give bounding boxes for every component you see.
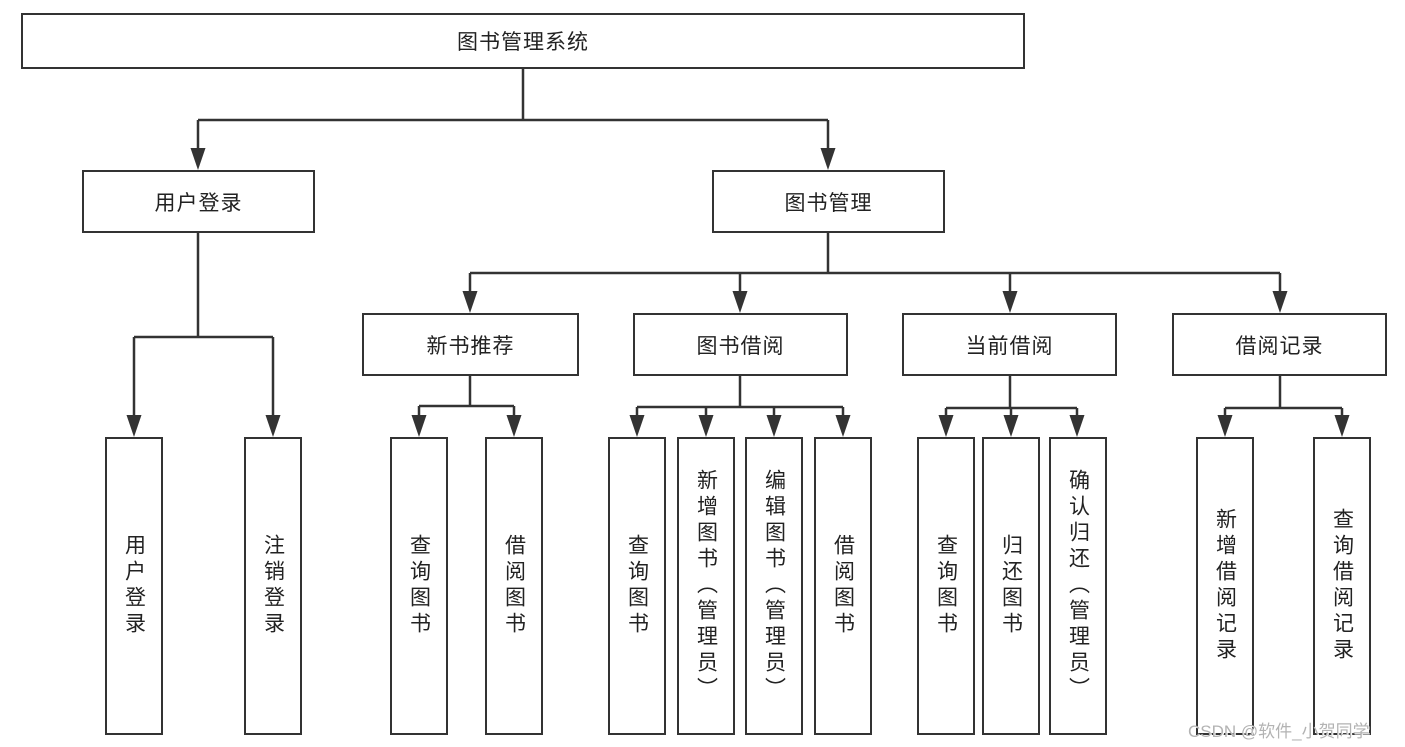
node-book-management: 图书管理 <box>712 170 945 233</box>
leaf-query-borrow-record: 查询借阅记录 <box>1313 437 1371 735</box>
node-user-login: 用户登录 <box>82 170 315 233</box>
leaf-logout: 注销登录 <box>244 437 302 735</box>
leaf-borrow-books: 借阅图书 <box>814 437 872 735</box>
node-root-system: 图书管理系统 <box>21 13 1025 69</box>
leaf-edit-books-admin: 编辑图书（管理员） <box>745 437 803 735</box>
leaf-user-login: 用户登录 <box>105 437 163 735</box>
leaf-add-borrow-record: 新增借阅记录 <box>1196 437 1254 735</box>
csdn-watermark: CSDN @软件_小贺同学 <box>1188 722 1370 741</box>
leaf-add-books-admin: 新增图书（管理员） <box>677 437 735 735</box>
node-borrowing-records: 借阅记录 <box>1172 313 1387 376</box>
leaf-query-books-borrowing: 查询图书 <box>608 437 666 735</box>
node-current-borrowing: 当前借阅 <box>902 313 1117 376</box>
leaf-confirm-return-admin: 确认归还（管理员） <box>1049 437 1107 735</box>
node-book-borrowing: 图书借阅 <box>633 313 848 376</box>
node-new-book-recommendation: 新书推荐 <box>362 313 579 376</box>
leaf-query-books-current: 查询图书 <box>917 437 975 735</box>
leaf-borrow-books-recommend: 借阅图书 <box>485 437 543 735</box>
leaf-return-books: 归还图书 <box>982 437 1040 735</box>
leaf-query-books-recommend: 查询图书 <box>390 437 448 735</box>
